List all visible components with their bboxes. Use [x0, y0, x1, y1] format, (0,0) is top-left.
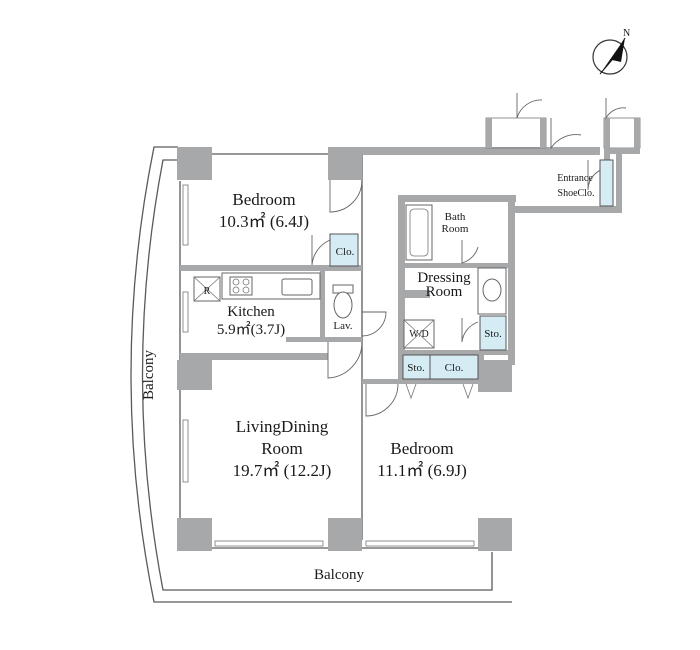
- windows: [182, 184, 475, 547]
- bedroom-top-area: 10.3㎡ (6.4J): [219, 212, 309, 231]
- shoe-closet-box: [599, 159, 614, 207]
- balcony-left-label: Balcony: [141, 350, 157, 400]
- storage-left-label: Sto.: [407, 362, 425, 374]
- entrance-line2: ShoeClo.: [558, 188, 595, 199]
- dressing-line1: Dressing: [417, 270, 471, 286]
- compass-needle-icon: [600, 38, 625, 74]
- closet-top-label: Clo.: [336, 246, 355, 258]
- entrance-line1: Entrance: [557, 173, 593, 184]
- living-name-line2: Room: [261, 439, 303, 458]
- doors: [311, 93, 627, 417]
- closet-top-box: [329, 233, 359, 267]
- bath-line1: Bath: [445, 211, 466, 223]
- compass: N: [592, 28, 630, 75]
- toilet-icon: [333, 291, 353, 319]
- balcony-labels: Balcony Balcony: [141, 350, 364, 583]
- storage-right-label: Sto.: [484, 328, 502, 340]
- lavatory-label: Lav.: [333, 320, 352, 332]
- sink-icon: [281, 278, 313, 296]
- storage-right-box: [479, 315, 507, 351]
- compass-label: N: [623, 28, 630, 39]
- bedroom-right-area: 11.1㎡ (6.9J): [377, 461, 467, 480]
- kitchen-area: 5.9㎡(3.7J): [217, 321, 285, 338]
- closets: [329, 159, 614, 380]
- balcony-bottom-label: Balcony: [314, 567, 364, 583]
- fixtures: [193, 204, 507, 349]
- bath-line2: Room: [442, 223, 469, 235]
- fixture-labels: Clo. Clo. Sto. Sto. Lav. W/D R: [204, 246, 502, 374]
- balcony-outline: [130, 146, 512, 603]
- washbasin-icon: [482, 278, 502, 302]
- kitchen-name: Kitchen: [227, 304, 275, 320]
- closet-bottom-label: Clo.: [445, 362, 464, 374]
- refrigerator-label: R: [204, 286, 211, 297]
- bedroom-right-name: Bedroom: [390, 439, 453, 458]
- dressing-line2: Room: [426, 284, 463, 300]
- room-labels: Bedroom 10.3㎡ (6.4J) Kitchen 5.9㎡(3.7J) …: [217, 173, 595, 480]
- living-area: 19.7㎡ (12.2J): [233, 461, 332, 480]
- washer-label: W/D: [409, 329, 428, 340]
- bedroom-top-name: Bedroom: [232, 190, 295, 209]
- living-name-line1: LivingDining: [236, 417, 329, 436]
- closet-bottom-box: [429, 354, 479, 380]
- stove-icon: [229, 276, 253, 296]
